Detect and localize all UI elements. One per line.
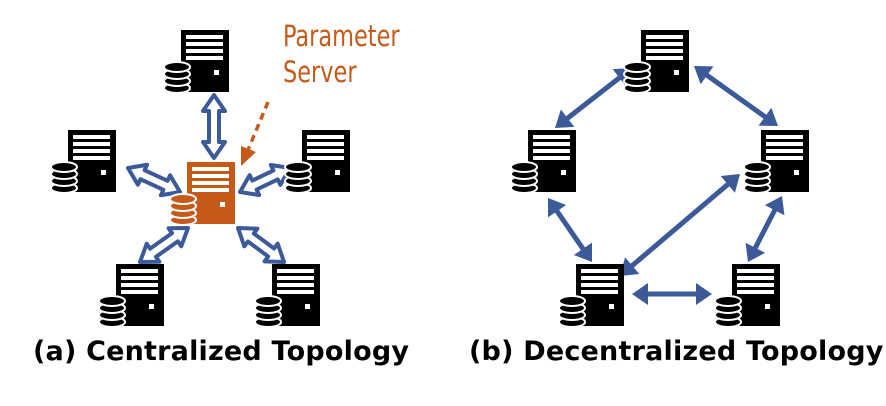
peer-server-bottom-left	[558, 263, 625, 328]
arrow-ps-top	[201, 93, 227, 160]
peer-server-top	[623, 29, 690, 94]
caption-decentralized: (b) Decentralized Topology	[469, 336, 884, 367]
parameter-label-pointer	[241, 101, 270, 166]
arrow-bottomleft-bottomright	[632, 283, 712, 305]
arrow-top-right	[694, 66, 778, 126]
arrow-bottomleft-right	[620, 174, 740, 276]
arrow-left-bottomleft	[548, 198, 592, 262]
worker-server-top	[163, 29, 230, 94]
peer-server-right	[743, 129, 810, 194]
arrow-ps-bottom-left	[138, 226, 190, 264]
arrow-left-top	[555, 68, 632, 128]
worker-server-bottom-right	[254, 263, 321, 328]
arrow-ps-left	[126, 162, 182, 198]
caption-centralized: (a) Centralized Topology	[33, 336, 410, 367]
peer-server-left	[510, 129, 577, 194]
arrow-ps-bottom-right	[236, 226, 286, 264]
arrow-ps-right	[238, 163, 292, 197]
worker-server-bottom-left	[98, 263, 165, 328]
worker-server-right	[284, 129, 351, 194]
parameter-server-label-line1: Parameter	[283, 19, 400, 53]
worker-server-left	[50, 129, 117, 194]
arrow-right-bottomright	[745, 196, 785, 262]
peer-server-bottom-right	[714, 263, 781, 328]
decentralized-arrows	[548, 66, 785, 305]
parameter-server-label-line2: Server	[283, 55, 357, 89]
parameter-server-icon	[169, 161, 236, 226]
centralized-arrows	[126, 93, 292, 264]
